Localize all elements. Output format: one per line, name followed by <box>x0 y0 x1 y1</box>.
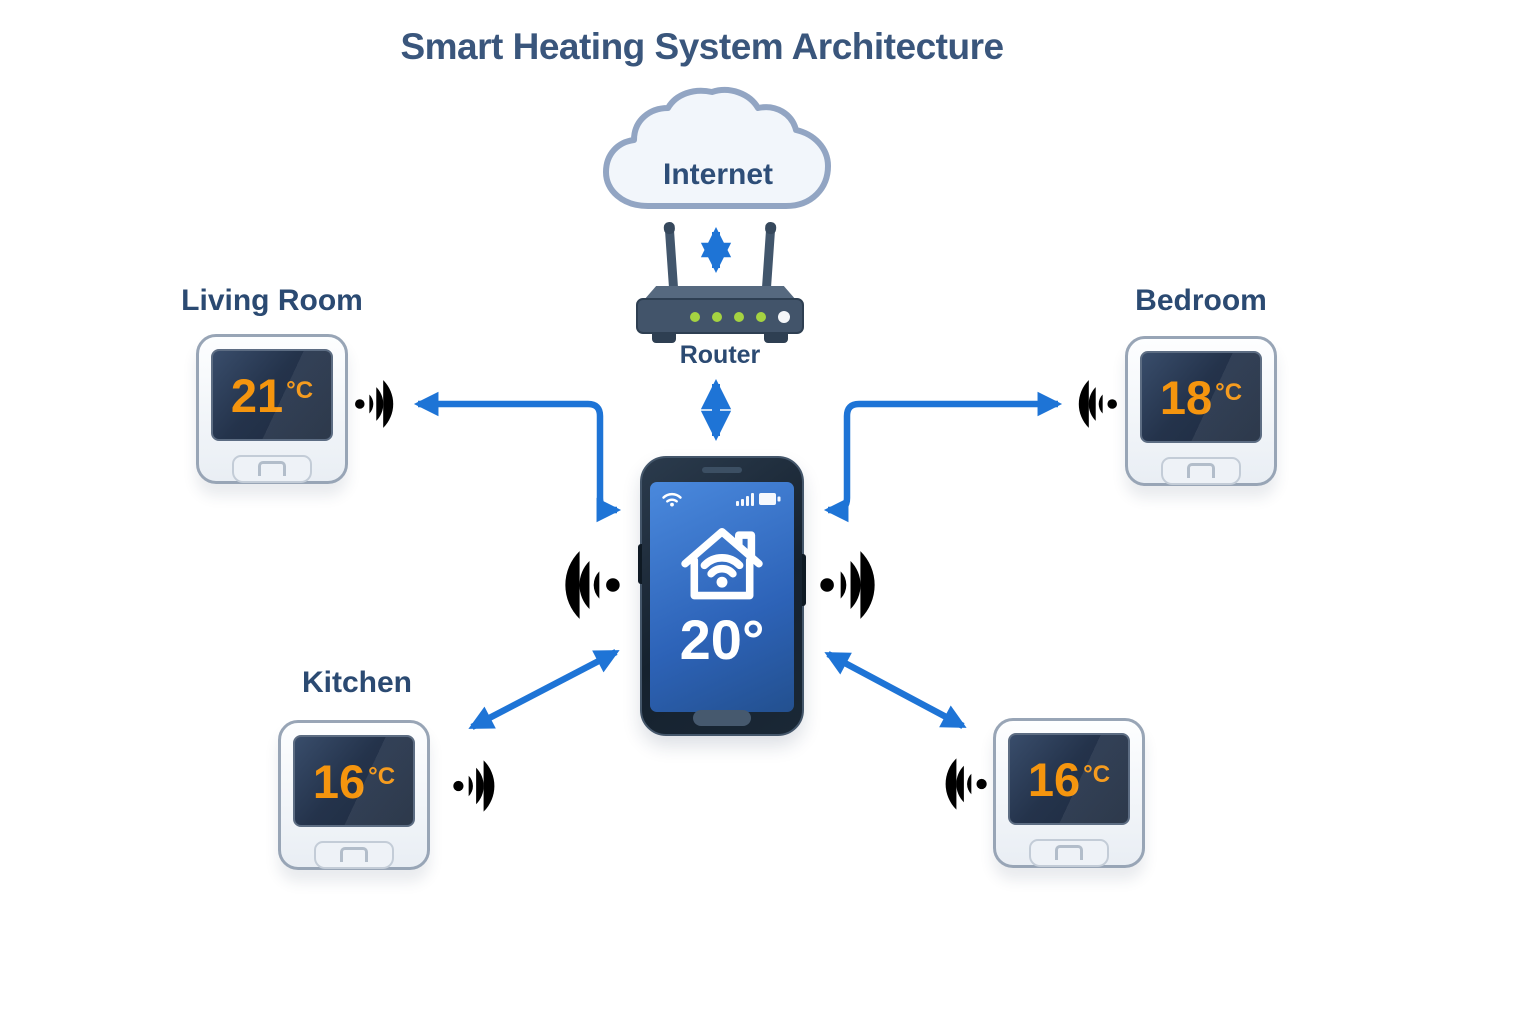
status-signal-battery-icons <box>736 493 781 506</box>
thermostat-screen: 16°C <box>293 735 415 827</box>
thermostat-button-icon <box>258 461 286 476</box>
thermostat-temperature: 21°C <box>230 368 314 422</box>
wifi-waves-icon <box>550 548 624 622</box>
phone-screen: 20° <box>650 482 794 712</box>
thermostat-screen: 18°C <box>1140 351 1262 443</box>
thermostat-screen: 16°C <box>1008 733 1130 825</box>
thermostat-button-icon <box>340 847 368 862</box>
router-power-led-icon <box>778 311 790 323</box>
router-led-icon <box>712 312 722 322</box>
router-foot <box>764 334 788 343</box>
arrow-phone-kitchen <box>468 649 620 730</box>
status-wifi-icon <box>662 492 682 507</box>
thermostat-living-room: 21°C <box>196 334 348 492</box>
router-top-face <box>644 286 796 300</box>
arrow-phone-bedroom <box>823 391 1063 523</box>
thermostat-button-icon <box>1055 845 1083 860</box>
diagram-title: Smart Heating System Architecture <box>400 26 1004 67</box>
thermostat-screen: 21°C <box>211 349 333 441</box>
wifi-waves-icon <box>934 756 990 812</box>
thermostat-dial-housing <box>1161 457 1241 485</box>
phone-temperature: 20° <box>679 608 765 671</box>
wifi-waves-icon <box>1068 378 1120 430</box>
phone-home-button-icon <box>693 710 751 726</box>
router-label: Router <box>679 341 761 369</box>
router: Router <box>636 223 804 369</box>
internet-cloud: Internet <box>598 87 838 218</box>
router-antenna-left-icon <box>664 223 679 295</box>
wifi-waves-icon <box>352 378 404 430</box>
thermostat-kitchen: 16°C <box>278 720 430 878</box>
cloud-icon <box>603 87 831 209</box>
router-led-icon <box>756 312 766 322</box>
router-body <box>636 298 804 334</box>
room-label-bedroom: Bedroom <box>1135 284 1267 317</box>
arrow-phone-living-room <box>413 391 622 523</box>
room-label-kitchen: Kitchen <box>301 666 412 699</box>
smart-home-wifi-icon <box>681 528 763 600</box>
thermostat-dial-housing <box>1029 839 1109 867</box>
phone-speaker-icon <box>702 467 742 473</box>
internet-label: Internet <box>662 158 773 191</box>
thermostat-dial-housing <box>232 455 312 483</box>
thermostat-temperature: 18°C <box>1159 370 1243 424</box>
smartphone: 20° <box>638 456 806 736</box>
thermostat-dial-housing <box>314 841 394 869</box>
thermostat-bedroom: 18°C <box>1125 336 1277 494</box>
router-foot <box>652 334 676 343</box>
router-led-icon <box>690 312 700 322</box>
wifi-waves-icon <box>450 758 506 814</box>
wifi-waves-icon <box>816 548 890 622</box>
thermostat-fourth: 16°C <box>993 718 1145 876</box>
router-antenna-right-icon <box>761 223 776 295</box>
thermostat-temperature: 16°C <box>312 754 396 808</box>
phone-status-bar <box>650 482 794 507</box>
thermostat-button-icon <box>1187 463 1215 478</box>
arrow-phone-fourth-thermostat <box>824 651 967 729</box>
router-led-icon <box>734 312 744 322</box>
room-label-living-room: Living Room <box>181 284 363 317</box>
thermostat-temperature: 16°C <box>1027 752 1111 806</box>
